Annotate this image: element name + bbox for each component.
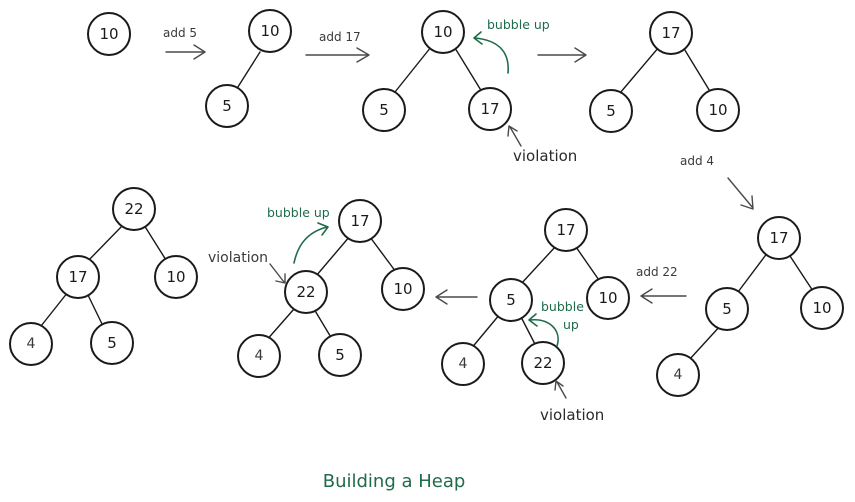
node: 10 [248,9,292,53]
node: 10 [421,10,465,54]
svg-text:17: 17 [556,221,575,239]
svg-text:10: 10 [812,299,831,317]
node: 10 [87,12,131,56]
node: 17 [544,208,588,252]
svg-text:5: 5 [506,291,516,309]
svg-text:17: 17 [68,268,87,286]
svg-text:5: 5 [606,102,616,120]
op-label-add-5: add 5 [163,26,197,40]
step-1-tree: 10 [87,12,131,56]
node: 5 [362,88,406,132]
op-label-add-4: add 4 [680,154,714,168]
svg-text:22: 22 [533,354,552,372]
svg-text:10: 10 [99,25,118,43]
node: 4 [441,342,485,386]
node: 17 [649,11,693,55]
violation-label: violation [513,147,577,165]
svg-text:5: 5 [107,334,117,352]
step-2-tree: 10 5 [205,9,292,128]
node: 4 [656,353,700,397]
svg-text:10: 10 [393,280,412,298]
step-7-tree: 17 22 10 4 5 [237,199,425,378]
node: 5 [205,84,249,128]
svg-text:5: 5 [722,300,732,318]
svg-text:4: 4 [459,356,468,372]
node: 10 [800,286,844,330]
step-8-tree: 22 17 10 4 5 [9,187,198,366]
step-5-tree: 17 5 10 4 [656,216,844,397]
svg-text:10: 10 [260,22,279,40]
svg-text:4: 4 [27,336,36,352]
svg-text:17: 17 [350,212,369,230]
violation-pointer [507,125,522,147]
violation-label: violation [208,250,268,266]
svg-text:22: 22 [296,283,315,301]
arrow-right [305,47,370,63]
node: 17 [757,216,801,260]
violation-pointer [554,380,567,399]
bubble-up-arrow [528,313,559,347]
op-label-add-22: add 22 [636,265,678,279]
step-6-tree: 17 5 10 4 22 [441,208,630,386]
arrow-right [165,44,206,60]
arrow-right [537,47,587,63]
node: 17 [56,255,100,299]
arrow-left [435,289,478,305]
svg-text:5: 5 [379,101,389,119]
svg-text:17: 17 [661,24,680,42]
svg-text:10: 10 [433,23,452,41]
node: 4 [237,334,281,378]
bubble-label: bubble [541,299,584,314]
diagram-title: Building a Heap [323,471,466,492]
svg-text:17: 17 [480,100,499,118]
node: 10 [154,255,198,299]
node: 10 [586,276,630,320]
svg-text:17: 17 [769,229,788,247]
op-label-add-17: add 17 [319,30,361,44]
node: 5 [318,333,362,377]
node: 4 [9,322,53,366]
node: 5 [705,287,749,331]
bubble-up-label: bubble up [487,17,550,32]
arrow-diagonal [727,177,754,210]
svg-text:5: 5 [335,346,345,364]
node: 5 [489,278,533,322]
svg-text:22: 22 [124,200,143,218]
violation-pointer [269,263,286,284]
svg-text:4: 4 [674,367,683,383]
svg-text:5: 5 [222,97,232,115]
node: 10 [696,88,740,132]
svg-text:4: 4 [255,348,264,364]
node: 10 [381,267,425,311]
node: 17 [338,199,382,243]
violation-label: violation [540,406,604,424]
up-label: up [563,317,579,332]
arrow-left [640,288,687,304]
node: 22 [521,341,565,385]
svg-text:10: 10 [598,289,617,307]
svg-text:10: 10 [166,268,185,286]
svg-text:10: 10 [708,101,727,119]
node: 22 [284,270,328,314]
step-4-tree: 17 5 10 [589,11,740,133]
node: 22 [112,187,156,231]
step-3-tree: 10 5 17 [362,10,512,132]
node: 17 [468,87,512,131]
node: 5 [589,89,633,133]
bubble-up-label: bubble up [267,205,330,220]
node: 5 [90,321,134,365]
bubble-up-arrow [293,222,329,264]
bubble-up-arrow [473,31,509,74]
